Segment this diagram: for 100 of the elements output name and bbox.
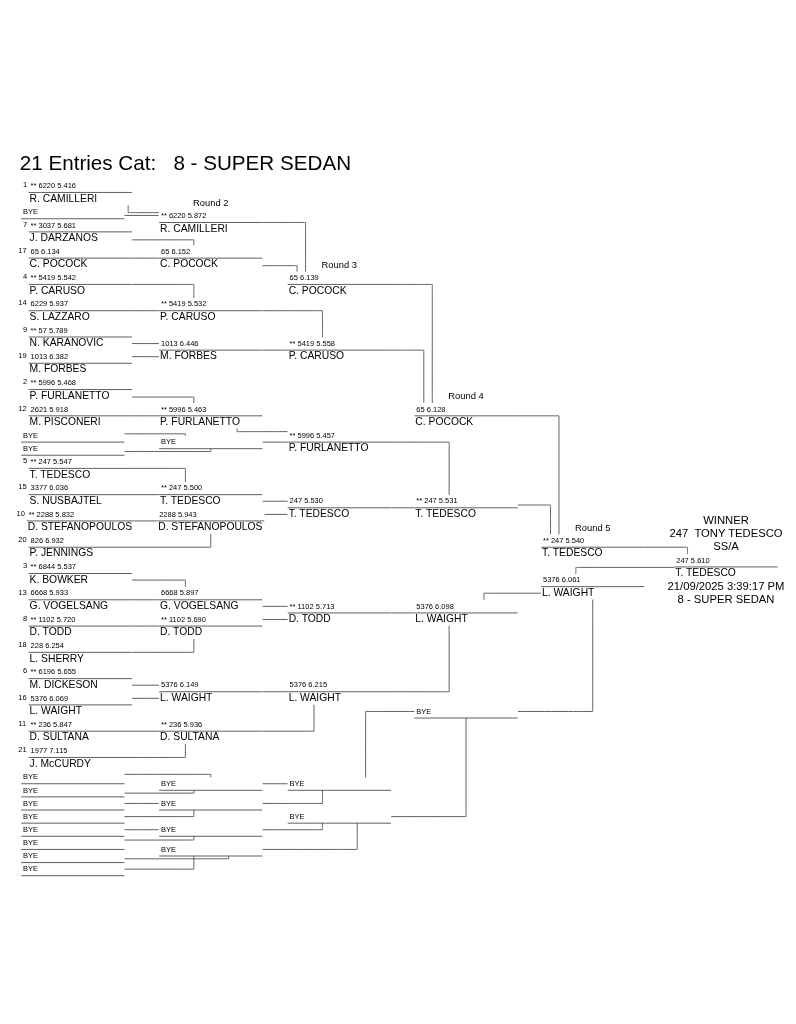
label: 21/09/2025 3:39:17 PM: [667, 579, 785, 592]
node-text: BYE: [161, 436, 177, 446]
node-text: 7 ** 3037 5.681 J. DARZANOS: [23, 219, 98, 243]
node-text: BYE: [23, 430, 39, 440]
node-text: BYE: [161, 778, 177, 788]
connector: [517, 504, 551, 535]
node-text: ** 5996 5.463 P. FURLANETTO: [160, 404, 240, 427]
node-text: 247 5.530 T. TEDESCO: [288, 495, 350, 519]
label: 247 TONY TEDESCO: [669, 526, 783, 539]
connector: [262, 500, 289, 502]
connector: [390, 506, 415, 508]
connector: [131, 493, 160, 495]
node-text: BYE: [161, 844, 177, 854]
connector: [131, 467, 186, 482]
connector: [262, 441, 289, 443]
connector: [262, 264, 298, 272]
connector: [517, 598, 594, 712]
connector: [124, 854, 230, 859]
node-text: 20 826 6.932 P. JENNINGS: [18, 534, 94, 558]
node-text: 9 ** 57 5.789 N. KARANOVIC: [23, 324, 104, 348]
connector: [390, 624, 450, 692]
node-text: 11 ** 236 5.847 D. SULTANA: [18, 718, 89, 742]
connector: [131, 396, 195, 403]
connector: [124, 828, 160, 830]
node-text: 5376 6.149 L. WAIGHT: [160, 679, 213, 703]
connector: [262, 789, 323, 804]
connector: [131, 743, 186, 758]
node-text: BYE: [289, 811, 305, 821]
connector: [262, 605, 289, 607]
connector: [131, 342, 160, 344]
connector: [483, 592, 542, 600]
connector: [124, 432, 186, 436]
node-text: 10 ** 2288 5.832 D. STEFANOPOULOS: [16, 508, 133, 532]
diagram-title: 21 Entries Cat: 8 - SUPER SEDAN: [19, 150, 352, 174]
connector: [575, 566, 675, 574]
connector: [262, 690, 289, 692]
connector: [131, 598, 160, 600]
connector: [124, 808, 195, 817]
node-text: 1013 6.446 M. FORBES: [160, 338, 217, 361]
connector: [131, 238, 195, 246]
connector: [124, 789, 195, 794]
connector: [517, 414, 560, 535]
connector: [131, 532, 212, 548]
connector: [390, 283, 433, 403]
node-text: BYE: [23, 771, 39, 781]
connector: [262, 349, 289, 351]
label: WINNER: [703, 513, 749, 526]
connector: [131, 355, 160, 357]
node-text: 65 6.152 C. POCOCK: [160, 246, 218, 269]
node-text: BYE: [23, 798, 39, 808]
connector: [131, 637, 195, 653]
node-text: 5376 6.215 L. WAIGHT: [288, 679, 341, 703]
node-text: 19 1013 6.382 M. FORBES: [18, 350, 87, 374]
connector: [124, 773, 212, 778]
node-text: 5 ** 247 5.547 T. TEDESCO: [23, 455, 91, 480]
node-text: ** 5996 5.457 P. FURLANETTO: [288, 430, 369, 453]
connector: [131, 414, 160, 416]
connector: [131, 625, 160, 627]
node-text: 6 ** 6196 5.655 M. DICKESON: [23, 665, 98, 690]
node-text: 65 6.128 C. POCOCK: [415, 404, 474, 427]
connector: [262, 821, 323, 830]
node-text: BYE: [23, 206, 39, 216]
connector: [262, 821, 358, 850]
node-text: 18 228 6.254 L. SHERRY: [18, 639, 84, 664]
connector: [365, 710, 415, 778]
node-text: 247 5.610 T. TEDESCO: [675, 555, 736, 578]
node-text: BYE: [23, 837, 39, 847]
node-text: BYE: [23, 785, 39, 795]
connector: [131, 257, 160, 259]
node-text: 16 5376 6.069 L. WAIGHT: [18, 692, 82, 716]
node-text: ** 5419 5.558 P. CARUSO: [288, 338, 345, 361]
connector: [127, 204, 160, 213]
connector: [131, 684, 160, 686]
node-text: 1 ** 6220 5.416 R. CAMILLERI: [23, 179, 98, 204]
node-text: 2288 5.943 D. STEFANOPOULOS: [158, 509, 263, 532]
node-text: 15 3377 6.036 S. NUSBAJTEL: [18, 481, 102, 506]
connector: [131, 579, 186, 587]
node-text: ** 1102 5.690 D. TODD: [160, 614, 206, 637]
connector: [131, 309, 160, 311]
label: SS/A: [713, 539, 739, 552]
node-text: ** 236 5.936 D. SULTANA: [160, 719, 220, 742]
node-text: 6668 5.897 G. VOGELSANG: [160, 587, 239, 611]
connector: [264, 513, 288, 515]
connector: [262, 703, 315, 732]
node-text: BYE: [161, 798, 177, 808]
connector: [124, 834, 195, 840]
connector: [131, 730, 160, 732]
node-text: 65 6.139 C. POCOCK: [288, 272, 347, 296]
connector: [262, 618, 289, 620]
node-text: 2 ** 5996 5.468 P. FURLANETTO: [23, 376, 110, 401]
label: 8 - SUPER SEDAN: [677, 592, 775, 605]
node-text: BYE: [23, 443, 39, 453]
connector: [124, 802, 160, 804]
connector: [390, 441, 450, 495]
node-text: ** 247 5.540 T. TEDESCO: [542, 535, 603, 558]
node-text: ** 247 5.500 T. TEDESCO: [160, 482, 221, 506]
connector: [131, 697, 160, 699]
node-text: 8 ** 1102 5.720 D. TODD: [23, 613, 76, 637]
node-text: ** 247 5.531 T. TEDESCO: [415, 495, 476, 519]
connector: [236, 427, 289, 432]
